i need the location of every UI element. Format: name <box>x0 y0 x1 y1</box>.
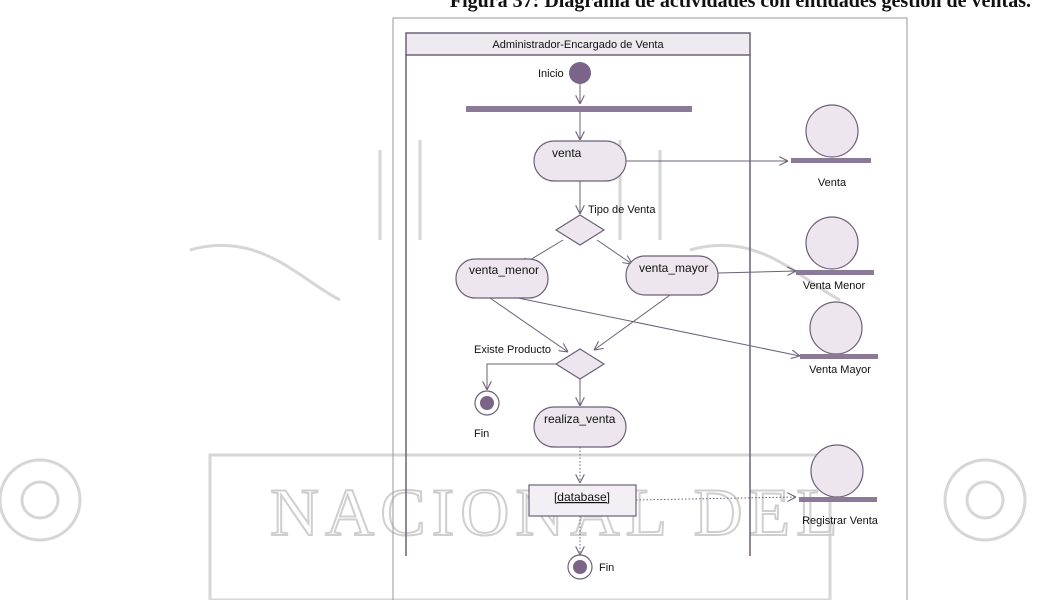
entity-venta-icon <box>805 104 859 158</box>
swimlane-header <box>405 32 751 56</box>
decision-existe-producto <box>554 348 606 380</box>
activity-venta-mayor-label: venta_mayor <box>639 261 708 275</box>
entity-registrar-venta: Registrar Venta <box>799 444 879 527</box>
end-label-2: Fin <box>599 562 614 574</box>
entity-venta-mayor: Venta Mayor <box>800 301 878 376</box>
swimlane-title: Administrador-Encargado de Venta <box>492 39 664 51</box>
start-node <box>569 62 591 84</box>
entity-venta-menor-bar <box>796 270 874 275</box>
entity-venta-mayor-bar <box>800 354 878 359</box>
entity-venta-menor-icon <box>805 216 859 270</box>
activity-venta-mayor <box>625 255 719 296</box>
entity-venta-menor: Venta Menor <box>796 216 874 292</box>
decision-tipo-label: Tipo de Venta <box>588 204 656 216</box>
entity-venta-bar <box>791 158 871 163</box>
end-node-2-core <box>573 560 587 574</box>
activity-venta-menor <box>455 258 549 299</box>
entity-venta-mayor-icon <box>809 301 863 355</box>
activity-venta-menor-label: venta_menor <box>469 263 539 277</box>
figure-caption: Figura 37: Diagrama de actividades con e… <box>449 0 1031 12</box>
end-node-1-core <box>480 396 494 410</box>
fork-bar <box>466 106 692 112</box>
decision-existe-label: Existe Producto <box>474 344 551 356</box>
entity-registrar-venta-label: Registrar Venta <box>802 515 879 527</box>
start-label: Inicio <box>538 68 564 80</box>
database-label: [database] <box>554 490 610 504</box>
watermark: NACIONAL DEL <box>0 140 1027 600</box>
activity-venta-label: venta <box>552 146 582 160</box>
entity-registrar-venta-bar <box>799 497 877 502</box>
entity-venta-menor-label: Venta Menor <box>803 280 866 292</box>
entity-venta: Venta <box>791 104 871 189</box>
activity-realiza-venta-label: realiza_venta <box>544 412 616 426</box>
database-object <box>528 484 637 517</box>
entity-venta-mayor-label: Venta Mayor <box>809 364 871 376</box>
entity-registrar-venta-icon <box>810 444 864 498</box>
diagram-frame <box>392 17 908 600</box>
decision-tipo-venta <box>554 214 606 246</box>
end-label-1: Fin <box>474 428 489 440</box>
entity-venta-label: Venta <box>818 177 847 189</box>
